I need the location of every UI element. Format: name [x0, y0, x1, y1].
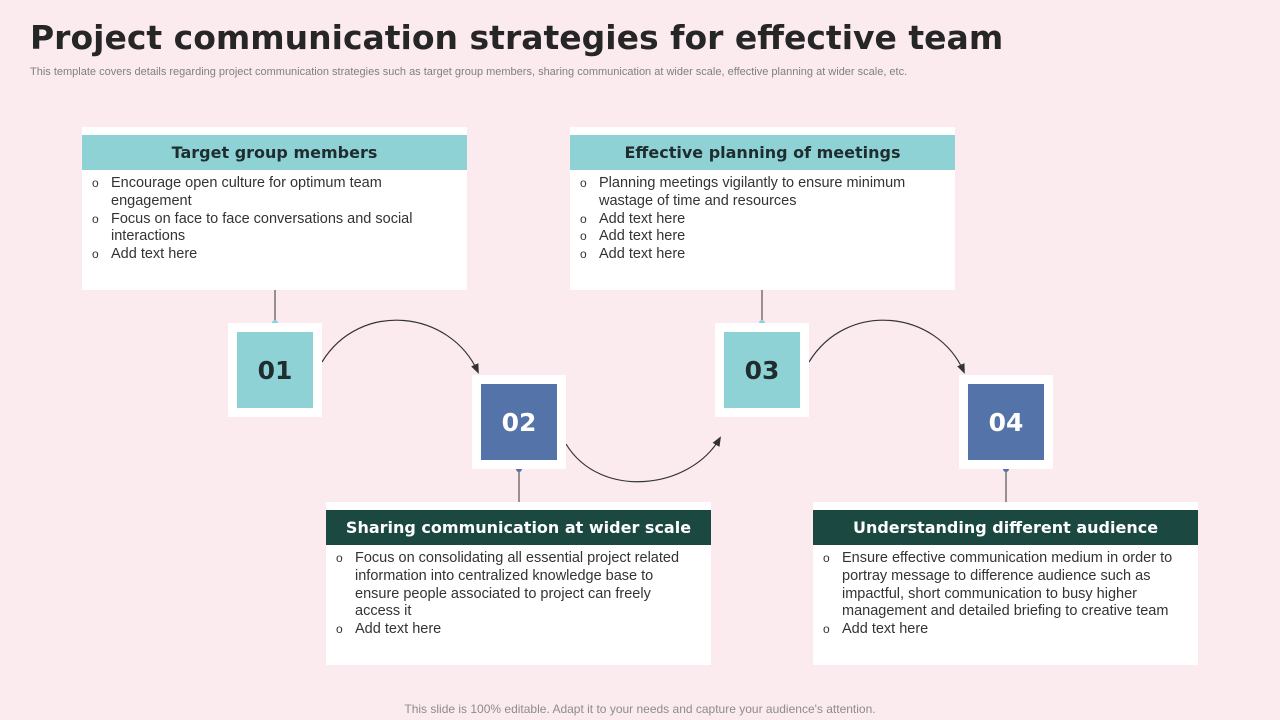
bullet-icon: o [92, 211, 99, 226]
bullet-icon: o [336, 551, 343, 565]
arrow-01-to-02 [321, 319, 479, 374]
card-title: Target group members [82, 135, 467, 170]
bullet-icon: o [823, 622, 830, 637]
bullet-icon: o [92, 247, 99, 262]
bullet-icon: o [580, 211, 587, 226]
page-subtitle: This template covers details regarding p… [30, 66, 908, 78]
bullet-icon: o [336, 622, 343, 637]
step-number: 04 [968, 384, 1044, 460]
arrow-02-to-03 [565, 436, 722, 483]
step-box-01: 01 [228, 323, 322, 417]
step-number: 02 [481, 384, 557, 460]
bullet-icon: o [580, 229, 587, 244]
bullet-icon: o [92, 176, 99, 190]
step-box-03: 03 [715, 323, 809, 417]
footer-note: This slide is 100% editable. Adapt it to… [404, 702, 876, 716]
bullet-icon: o [580, 247, 587, 262]
step-number: 03 [724, 332, 800, 408]
card-title: Effective planning of meetings [570, 135, 955, 170]
step-box-02: 02 [472, 375, 566, 469]
bullet-icon: o [580, 176, 587, 190]
step-box-04: 04 [959, 375, 1053, 469]
page-title: Project communication strategies for eff… [30, 18, 1004, 57]
card-title: Sharing communication at wider scale [326, 510, 711, 545]
card-title: Understanding different audience [813, 510, 1198, 545]
step-number: 01 [237, 332, 313, 408]
bullet-icon: o [823, 551, 830, 565]
arrow-03-to-04 [808, 319, 965, 374]
